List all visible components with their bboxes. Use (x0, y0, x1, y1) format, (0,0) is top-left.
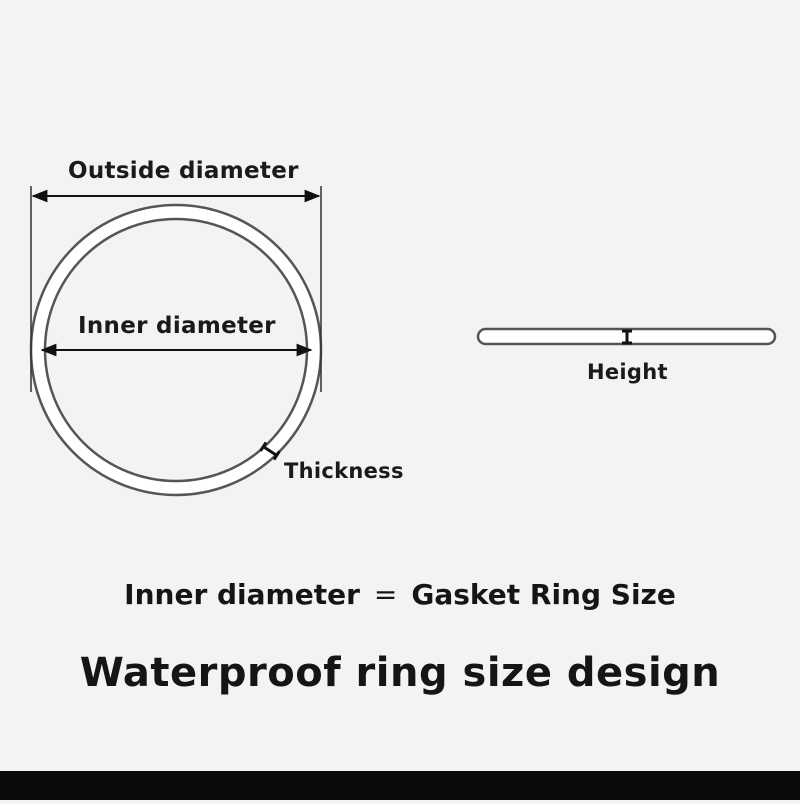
height-label: Height (587, 360, 668, 384)
height-marker (622, 329, 632, 345)
inner-diameter-label: Inner diameter (78, 313, 276, 339)
thickness-marker (259, 441, 281, 461)
size-formula: Inner diameter = Gasket Ring Size (0, 578, 800, 611)
page-title: Waterproof ring size design (79, 650, 721, 696)
formula-right: Gasket Ring Size (411, 578, 676, 611)
formula-left: Inner diameter (124, 578, 360, 611)
bottom-bar (0, 771, 800, 800)
thickness-label: Thickness (284, 459, 404, 483)
outside-diameter-label: Outside diameter (68, 158, 299, 184)
formula-equals: = (373, 578, 398, 611)
